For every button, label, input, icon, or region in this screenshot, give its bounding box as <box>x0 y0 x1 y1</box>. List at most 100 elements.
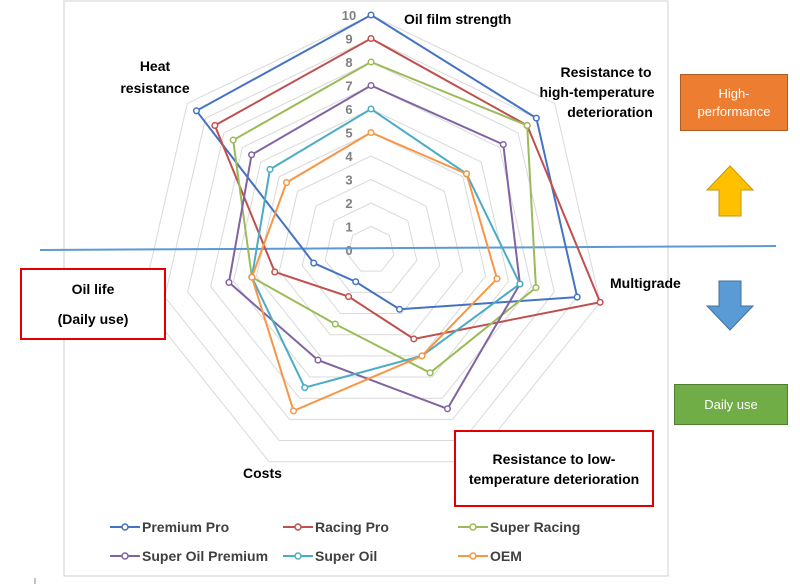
data-point <box>345 293 353 301</box>
series-line <box>250 131 499 413</box>
tick-label: 9 <box>345 32 352 47</box>
axis-label-high-temp-line3: deterioration <box>567 104 653 120</box>
data-point <box>314 356 322 364</box>
series-line <box>194 13 579 311</box>
legend-marker <box>121 552 129 560</box>
data-point <box>493 275 501 283</box>
legend-item: Super Racing <box>458 519 580 535</box>
data-point <box>418 352 426 360</box>
data-point <box>532 284 540 292</box>
data-point <box>289 407 298 415</box>
radial-tick-labels: 0 1 2 3 4 5 6 7 8 9 10 <box>342 8 356 258</box>
high-performance-box: High-performance <box>680 74 788 131</box>
data-point <box>596 298 604 306</box>
legend-label: Super Oil <box>315 548 377 564</box>
data-point <box>573 293 581 301</box>
radar-grid <box>141 14 601 463</box>
legend-item: Super Oil <box>283 548 377 564</box>
data-point <box>352 278 360 286</box>
axis-label-heat-line2: resistance <box>120 80 189 96</box>
tick-label: 5 <box>345 126 352 141</box>
series-line <box>232 60 537 374</box>
data-point <box>532 114 540 122</box>
data-point <box>248 273 256 281</box>
legend-item: Premium Pro <box>110 519 229 535</box>
legend-marker <box>294 523 302 531</box>
legend-label: OEM <box>490 548 522 564</box>
tick-label: 4 <box>345 149 353 164</box>
tick-label: 10 <box>342 8 356 23</box>
data-point <box>266 165 274 173</box>
tick-label: 3 <box>345 173 352 188</box>
data-point <box>426 369 434 377</box>
data-point <box>367 128 375 137</box>
data-point <box>271 268 279 276</box>
data-point <box>443 405 452 413</box>
grid-ring <box>278 155 464 336</box>
axis-label-high-temp-line2: high-temperature <box>539 84 654 100</box>
legend-marker <box>121 523 129 531</box>
axis-label-high-temp-line1: Resistance to <box>560 64 651 80</box>
grid-ring <box>141 14 601 463</box>
data-point <box>410 335 418 343</box>
data-point <box>367 58 375 66</box>
axis-label-heat-line1: Heat <box>140 58 171 74</box>
legend-label: Premium Pro <box>142 519 229 535</box>
data-point <box>462 170 471 178</box>
grid-ring <box>301 178 441 315</box>
grid-ring <box>187 61 555 420</box>
tick-label: 0 <box>345 243 352 258</box>
data-point <box>395 305 404 313</box>
grid-ring <box>232 108 510 378</box>
tick-label: 2 <box>345 196 352 211</box>
tick-label: 6 <box>345 102 352 117</box>
data-point <box>523 121 531 130</box>
oil-life-callout: Oil life (Daily use) <box>20 268 166 340</box>
series-line <box>213 37 602 340</box>
legend-item: Racing Pro <box>283 519 389 535</box>
tick-label: 8 <box>345 55 352 70</box>
legend-item: Super Oil Premium <box>110 548 268 564</box>
data-point <box>310 259 318 267</box>
daily-use-box: Daily use <box>674 384 788 425</box>
oil-life-label: Oil life <box>71 281 115 297</box>
data-point <box>367 105 375 113</box>
series-line <box>250 107 522 389</box>
low-temp-callout: Resistance to low-temperature deteriorat… <box>454 430 654 507</box>
legend-label: Super Oil Premium <box>142 548 268 564</box>
grid-ring <box>255 131 487 357</box>
legend-label: Super Racing <box>490 519 580 535</box>
data-point <box>331 320 339 328</box>
legend-label: Racing Pro <box>315 519 389 535</box>
data-point <box>367 81 375 90</box>
data-point <box>499 140 507 149</box>
arrow-down-icon <box>705 280 755 331</box>
oil-life-sublabel: (Daily use) <box>57 311 129 327</box>
series-layer <box>192 11 604 415</box>
data-point <box>516 280 524 288</box>
axis-label-costs: Costs <box>243 465 282 481</box>
data-point <box>367 11 375 19</box>
data-point <box>367 34 375 43</box>
divider-line <box>39 245 777 251</box>
series-line <box>227 84 521 411</box>
data-point <box>301 384 309 392</box>
axis-label-oil-film-strength: Oil film strength <box>404 11 511 27</box>
data-point <box>211 121 219 130</box>
axis-label-multigrade: Multigrade <box>610 275 681 291</box>
data-point <box>192 107 201 115</box>
data-point <box>248 151 256 159</box>
legend-item: OEM <box>458 548 522 564</box>
grid-ring <box>347 225 395 272</box>
data-point <box>229 136 237 144</box>
legend-marker <box>294 552 302 560</box>
arrow-up-icon <box>705 165 755 217</box>
data-point <box>282 179 291 187</box>
legend-marker <box>469 523 477 531</box>
legend-marker <box>469 552 477 560</box>
tick-label: 1 <box>345 220 352 235</box>
data-point <box>225 278 233 286</box>
tick-label: 7 <box>345 79 352 94</box>
